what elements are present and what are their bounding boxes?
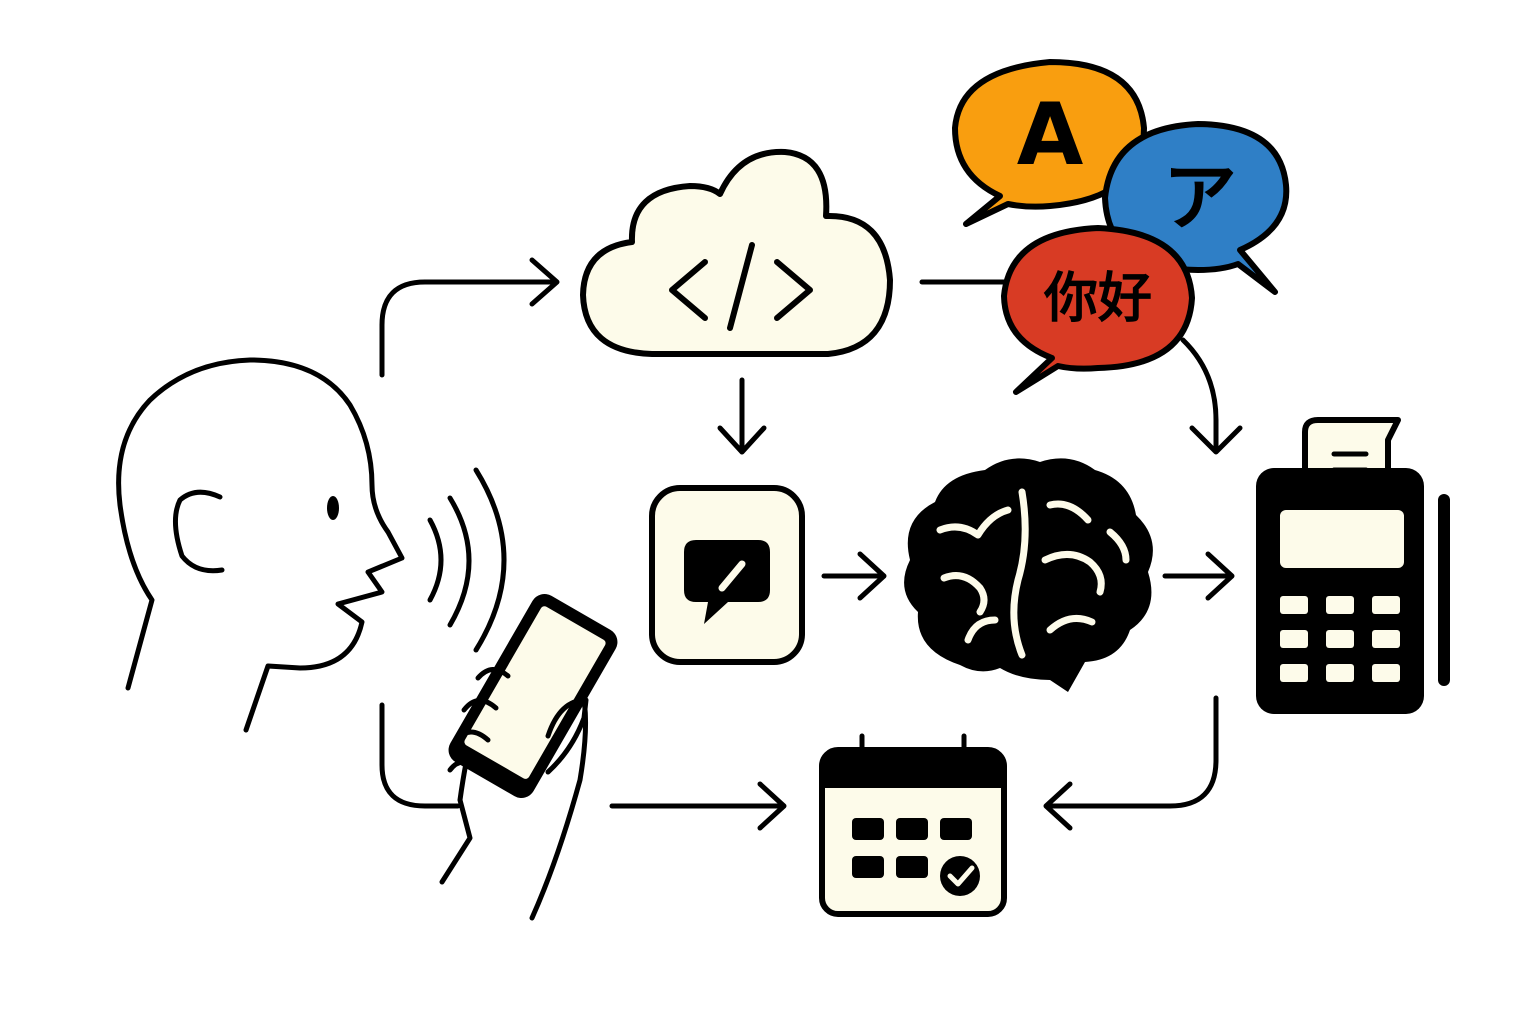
sound-wave-2	[447, 495, 472, 628]
language-speech-bubbles-icon: A ア 你好	[952, 59, 1290, 395]
person-speaking-icon	[116, 357, 507, 733]
terminal-keypad	[1280, 596, 1400, 682]
code-right-bracket	[774, 259, 813, 321]
sound-wave-1	[427, 517, 444, 603]
arrow-person-to-cloud	[379, 279, 558, 378]
brain-shape	[904, 458, 1153, 692]
arrowhead-brain-to-terminal	[1205, 551, 1235, 601]
arrowhead-phone-to-calendar	[757, 781, 787, 831]
line-person-down	[379, 702, 461, 809]
language-letter-katakana: ア	[1163, 155, 1237, 241]
code-slash	[727, 242, 755, 331]
calendar-days	[852, 818, 972, 878]
language-bubble-red: 你好	[1001, 225, 1195, 395]
hand-holding-phone-icon	[439, 593, 618, 921]
eye	[327, 496, 339, 520]
terminal-screen	[1280, 510, 1404, 568]
checkmark-icon	[947, 865, 975, 887]
message-edit-icon	[649, 485, 805, 665]
connectors	[379, 257, 1243, 831]
phone-screen	[464, 606, 606, 779]
language-bubble-orange: A	[952, 59, 1147, 227]
brain-icon	[904, 458, 1153, 692]
arrowhead-message-to-brain	[857, 551, 887, 601]
cloud-shape	[580, 148, 893, 357]
calendar-header	[822, 750, 1004, 788]
calendar-check-badge	[940, 856, 980, 896]
language-text-nihao: 你好	[1043, 267, 1152, 330]
language-letter-a: A	[1017, 85, 1084, 185]
arrowhead-terminal-to-calendar	[1043, 781, 1073, 831]
payment-terminal-icon	[1256, 417, 1450, 714]
terminal-card-slot	[1438, 494, 1450, 686]
arrowhead-cloud-to-message	[717, 425, 767, 455]
arrow-languages-to-terminal	[1180, 337, 1219, 453]
cloud-code-icon	[580, 148, 893, 357]
sound-wave-3	[473, 467, 507, 653]
pencil-icon	[718, 560, 746, 592]
arrowhead-languages-to-terminal	[1189, 425, 1243, 455]
calendar-check-icon	[819, 733, 1007, 917]
code-left-bracket	[669, 259, 708, 321]
arrowhead-person-to-cloud	[529, 257, 560, 307]
arrow-terminal-to-calendar	[1045, 695, 1219, 809]
